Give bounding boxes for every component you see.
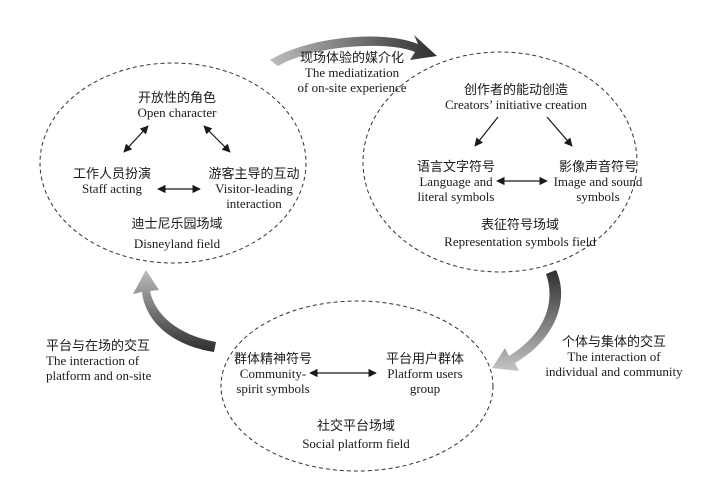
social-field-title: 社交平台场域 Social platform field bbox=[302, 418, 410, 451]
platform-users-node: 平台用户群体 Platform users group bbox=[385, 351, 465, 396]
open-staff-arrow bbox=[123, 125, 149, 153]
disneyland-field-ellipse bbox=[39, 62, 307, 264]
representation-field-title: 表征符号场域 Representation symbols field bbox=[444, 217, 596, 249]
individual-community-label: 个体与集体的交互 The interaction of individual a… bbox=[545, 334, 683, 379]
creators-image-arrow bbox=[546, 116, 573, 147]
open-visitor-arrow bbox=[203, 125, 231, 153]
social-field-ellipse bbox=[220, 300, 494, 472]
visitor-leading-node: 游客主导的互动 Visitor-leading interaction bbox=[208, 166, 300, 211]
open-character-node: 开放性的角色 Open character bbox=[137, 90, 217, 120]
mediatization-label: 现场体验的媒介化 The mediatization of on-site ex… bbox=[297, 50, 407, 95]
staff-acting-node: 工作人员扮演 Staff acting bbox=[72, 166, 152, 196]
platform-onsite-flow-arrow bbox=[133, 270, 216, 352]
platform-onsite-label: 平台与在场的交互 The interaction of platform and… bbox=[46, 338, 152, 383]
mediatization-flow-arrow bbox=[270, 35, 437, 66]
creators-initiative-node: 创作者的能动创造 Creators’ initiative creation bbox=[445, 82, 587, 112]
language-symbols-node: 语言文字符号 Language and literal symbols bbox=[416, 159, 496, 204]
creators-language-arrow bbox=[474, 116, 499, 147]
representation-field-ellipse bbox=[362, 51, 638, 273]
image-sound-node: 影像声音符号 Image and sound symbols bbox=[553, 159, 643, 204]
disneyland-field-title: 迪士尼乐园场域 Disneyland field bbox=[131, 216, 223, 251]
community-spirit-node: 群体精神符号 Community- spirit symbols bbox=[233, 351, 313, 396]
individual-community-flow-arrow bbox=[492, 270, 562, 371]
